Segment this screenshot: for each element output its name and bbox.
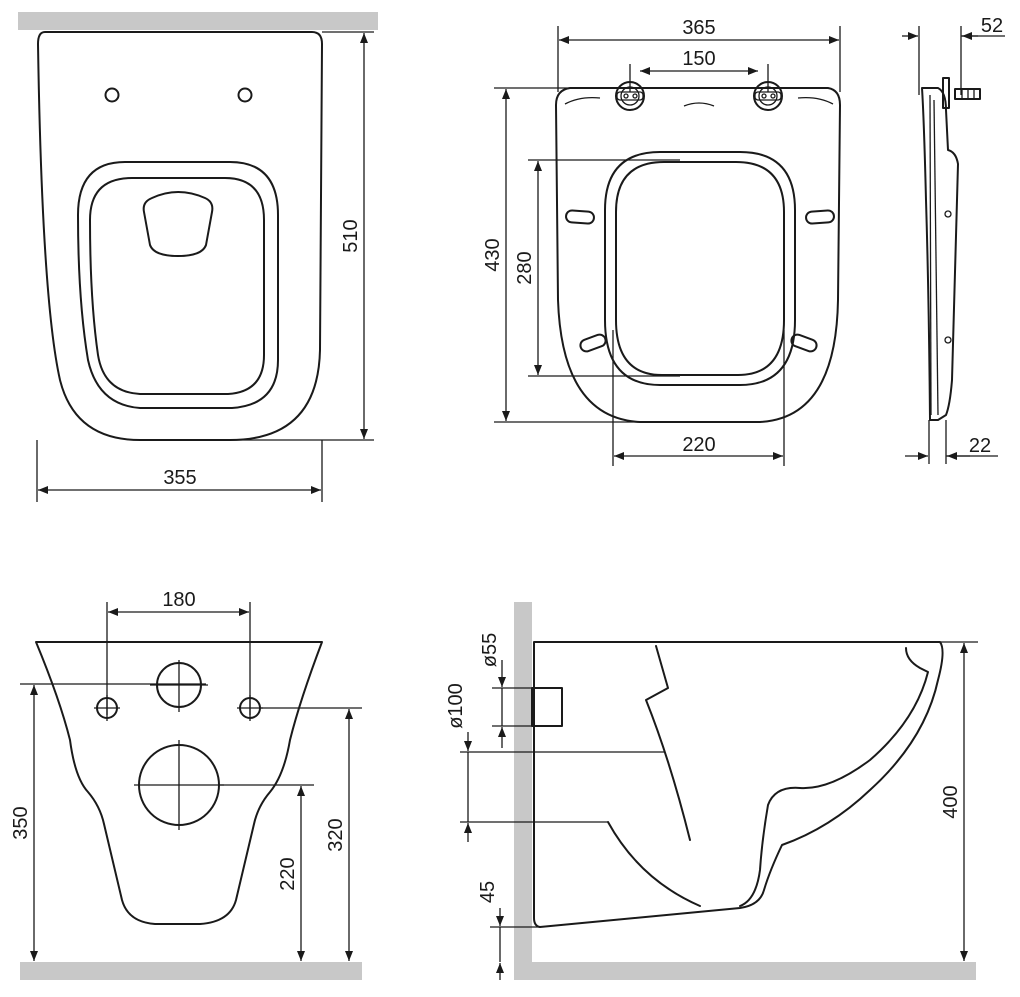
seat-width-label: 355: [163, 467, 196, 489]
side-view: ø55 ø100 45 400: [445, 602, 978, 980]
outlet-diameter-label: ø100: [445, 683, 467, 729]
hinge-spacing-label: 150: [682, 48, 715, 70]
bowl-top-view: 365 150: [482, 17, 841, 466]
lid-inner-recess: [89, 177, 265, 395]
seat-thickness-label: 22: [969, 435, 991, 457]
opening-length-label: 280: [514, 251, 536, 284]
seat-top-view: 355 510: [18, 12, 378, 502]
seat-hole-left: [104, 87, 120, 103]
bowl-side-outline: [533, 641, 944, 928]
hinge-pin: [942, 77, 950, 109]
buffer-top-right: [805, 209, 835, 225]
buffer-bottom-right: [790, 333, 818, 353]
lid-inner-outline: [77, 161, 279, 409]
opening-width-label: 220: [682, 434, 715, 456]
seat-opening-inner: [615, 161, 785, 376]
seat-side-profile: [921, 87, 959, 421]
wall-strip-side: [514, 602, 532, 962]
inlet-pipe: [531, 687, 563, 727]
trap-channel: [645, 645, 691, 841]
hinge-left: [615, 81, 645, 111]
inlet-height-label: 320: [325, 818, 347, 851]
buffer-bottom-left: [579, 333, 607, 353]
lid-grip: [142, 191, 214, 257]
seat-height-label: 510: [340, 219, 362, 252]
outlet-height-label: 220: [277, 857, 299, 890]
hinge-right: [753, 81, 783, 111]
overall-width-label: 365: [682, 17, 715, 39]
bowl-inner-profile: [739, 647, 929, 907]
floor-strip-front: [20, 962, 362, 980]
depth-label: 430: [482, 238, 504, 271]
bowl-seat-outline: [555, 87, 841, 423]
seat-outline: [37, 31, 323, 441]
bowl-front-outline: [35, 641, 323, 925]
base-offset-label: 45: [477, 881, 499, 903]
seat-opening-outer: [604, 151, 796, 386]
buffer-top-left: [565, 209, 595, 225]
wall-strip-top: [18, 12, 378, 30]
bowl-height-label: 400: [940, 785, 962, 818]
hinge-width-label: 52: [981, 15, 1003, 37]
fixing-spacing-label: 180: [162, 589, 195, 611]
seat-hole-right: [237, 87, 253, 103]
fixing-height-label: 350: [10, 806, 32, 839]
seat-side-view: 52 22: [902, 15, 1005, 464]
inlet-diameter-label: ø55: [479, 633, 501, 667]
floor-strip-side: [514, 962, 976, 980]
front-view: 180 350 320 220: [10, 589, 362, 980]
